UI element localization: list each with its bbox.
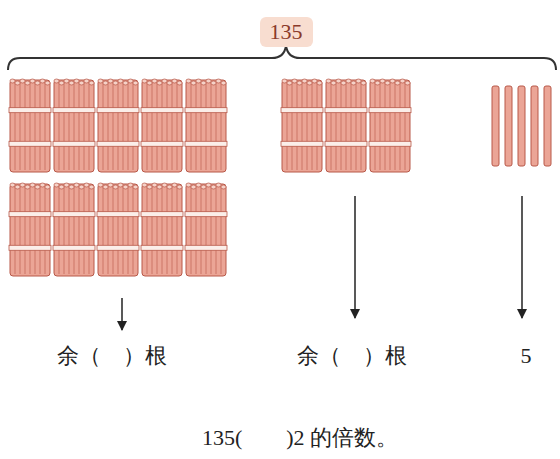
stick-bundle <box>325 79 367 172</box>
number-box: 135 <box>260 17 313 47</box>
stick-bundle <box>9 183 51 276</box>
stick-bundle <box>97 183 139 276</box>
single-stick <box>531 86 538 166</box>
stick-bundle <box>369 79 411 172</box>
stick-bundle <box>9 79 51 172</box>
single-stick <box>492 86 499 166</box>
question-line: 135( )2 的倍数。 <box>202 423 398 453</box>
blank-count: 余（ ）根 <box>297 341 407 371</box>
single-stick <box>505 86 512 166</box>
stick-bundles <box>9 79 411 276</box>
single-sticks <box>492 86 551 166</box>
single-stick <box>544 86 551 166</box>
blank-count: 余（ ）根 <box>57 341 167 371</box>
stick-bundle <box>185 183 227 276</box>
stick-bundle <box>141 79 183 172</box>
stick-bundle <box>53 79 95 172</box>
stick-bundle <box>281 79 323 172</box>
stick-bundle <box>53 183 95 276</box>
down-arrow <box>521 196 523 318</box>
single-stick <box>518 86 525 166</box>
count-number: 5 <box>521 343 532 369</box>
stick-bundle <box>97 79 139 172</box>
down-arrow <box>121 298 123 330</box>
stick-bundle <box>185 79 227 172</box>
total-number: 135 <box>260 17 313 47</box>
brace <box>8 46 556 70</box>
down-arrow <box>354 196 356 318</box>
stick-bundle <box>141 183 183 276</box>
